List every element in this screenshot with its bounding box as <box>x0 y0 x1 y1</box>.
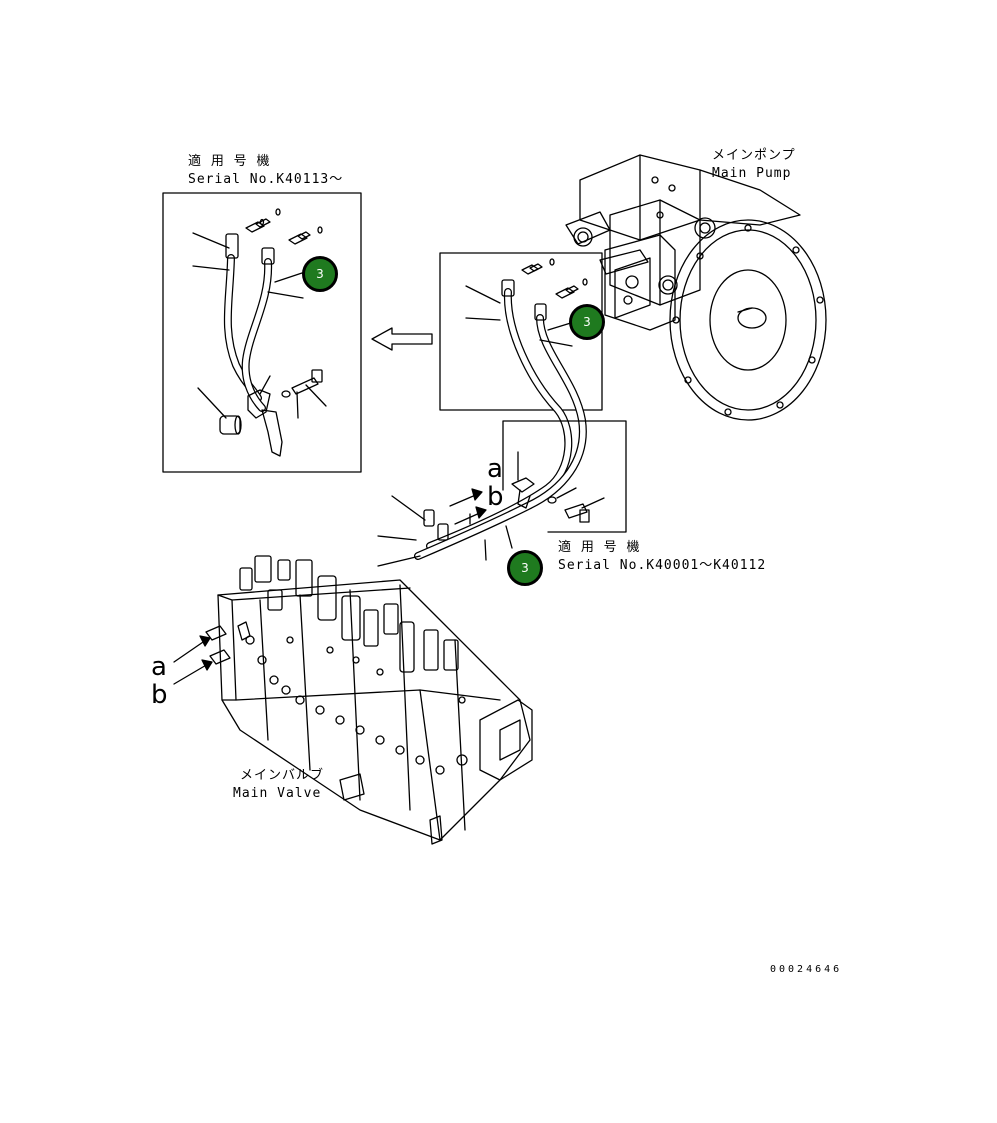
port-letter-b-lower: b <box>151 680 168 710</box>
main-pump-en: Main Pump <box>712 166 792 181</box>
serial-top-en: Serial No.K40113～ <box>188 172 344 187</box>
callout-part-3-middle: 3 <box>569 304 605 340</box>
main-pump-drawing <box>565 154 827 421</box>
port-letter-a-lower: a <box>151 652 167 682</box>
serial-top-jp: 適 用 号 機 <box>188 154 271 169</box>
detail-box-left <box>162 192 362 473</box>
port-letter-b-upper: b <box>487 482 504 512</box>
main-valve-drawing <box>173 555 533 845</box>
serial-bottom-en: Serial No.K40001～K40112 <box>558 558 767 573</box>
callout-part-3-left: 3 <box>302 256 338 292</box>
port-letter-a-upper: a <box>487 454 503 484</box>
direction-arrow <box>371 327 433 351</box>
main-pump-jp: メインポンプ <box>712 148 796 163</box>
main-valve-jp: メインバルブ <box>240 768 325 783</box>
main-valve-en: Main Valve <box>233 786 322 801</box>
document-number: 00024646 <box>770 964 843 975</box>
callout-part-3-lower: 3 <box>507 550 543 586</box>
detail-box-lower <box>502 420 627 533</box>
lower-hose-ends <box>377 488 513 567</box>
serial-bottom-jp: 適 用 号 機 <box>558 540 641 555</box>
detail-box-middle <box>414 252 603 560</box>
